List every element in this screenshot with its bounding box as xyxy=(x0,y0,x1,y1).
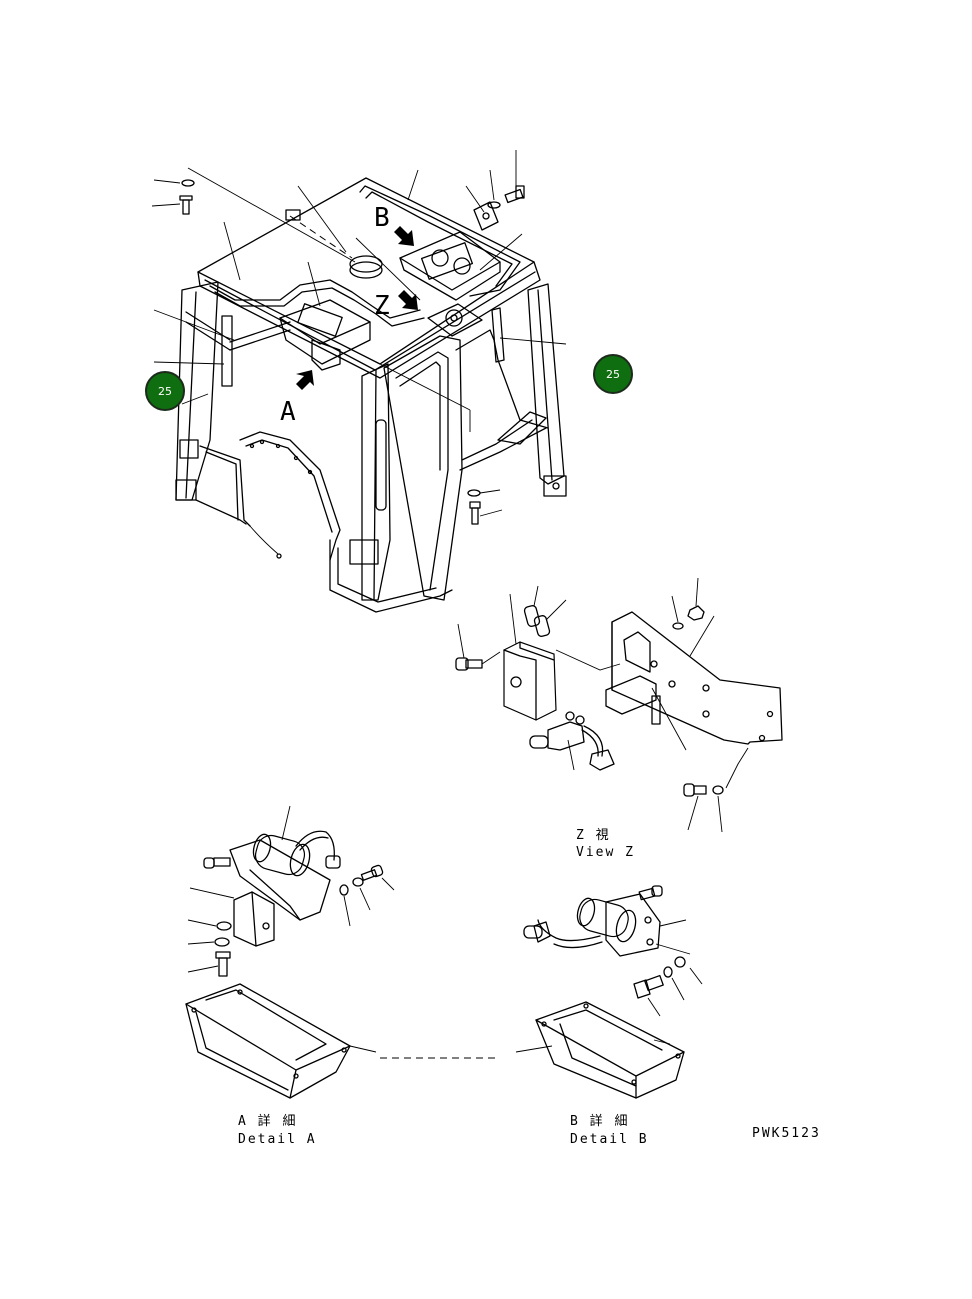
view-arrow-a-icon xyxy=(296,370,314,390)
detail-b-caption-en: Detail B xyxy=(570,1132,649,1147)
detail-b-assembly xyxy=(515,885,703,1099)
callout-badge-right[interactable]: 25 xyxy=(593,354,633,394)
view-arrow-z-icon xyxy=(398,290,418,310)
view-z-assembly xyxy=(455,577,783,833)
callout-label: 25 xyxy=(606,368,620,381)
cab-frame xyxy=(151,150,567,613)
view-letter-b: B xyxy=(374,203,390,233)
view-z-caption-en: View Z xyxy=(576,845,635,860)
detail-b-caption-jp: B 詳 細 xyxy=(570,1113,629,1129)
view-arrow-b-icon xyxy=(394,226,414,246)
callout-badge-left[interactable]: 25 xyxy=(145,371,185,411)
detail-a-caption-jp: A 詳 細 xyxy=(238,1113,297,1129)
detail-a-caption-en: Detail A xyxy=(238,1132,317,1147)
callout-label: 25 xyxy=(158,385,172,398)
view-letter-a: A xyxy=(280,397,296,427)
view-letter-z: Z xyxy=(374,291,390,321)
view-z-caption-jp: Z 視 xyxy=(576,828,611,843)
drawing-code: PWK5123 xyxy=(752,1126,821,1141)
detail-a-assembly xyxy=(185,805,500,1099)
